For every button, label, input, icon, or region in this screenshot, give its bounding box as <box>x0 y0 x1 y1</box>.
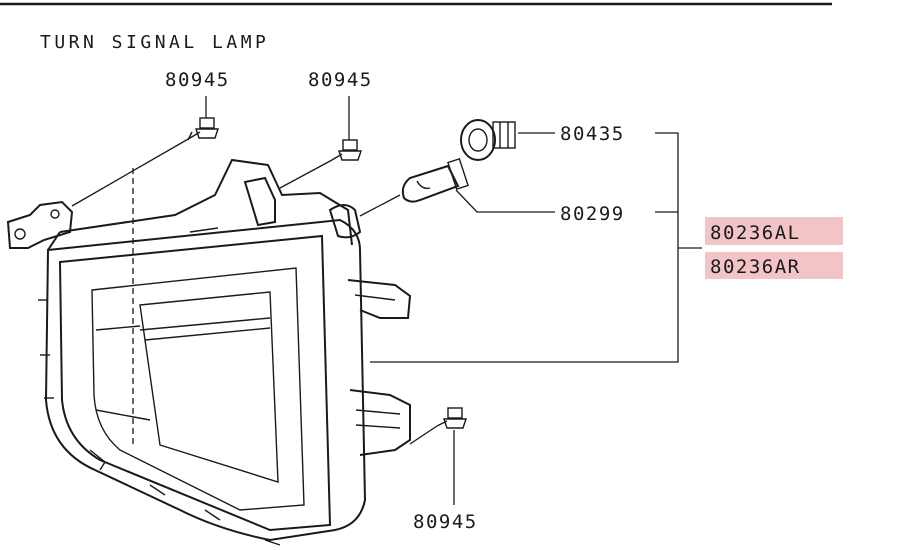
callout-bulb[interactable]: 80299 <box>560 203 625 225</box>
callout-socket[interactable]: 80435 <box>560 123 625 145</box>
callout-assembly-right-group[interactable]: 80236AR <box>705 252 843 279</box>
screw-bottom-icon <box>436 407 467 429</box>
diagram-title: TURN SIGNAL LAMP <box>40 32 269 53</box>
lamp-housing <box>6 158 412 546</box>
callout-assembly-left-group[interactable]: 80236AL <box>705 217 843 245</box>
callout-assembly-left[interactable]: 80236AL <box>710 222 801 244</box>
screw-top-right-icon <box>331 139 362 161</box>
bulb-icon <box>401 157 469 203</box>
socket-icon <box>460 119 516 161</box>
callout-screw-top-left[interactable]: 80945 <box>165 69 230 91</box>
callout-screw-bottom[interactable]: 80945 <box>413 511 478 533</box>
leader-lines <box>71 96 702 505</box>
screw-top-left-icon <box>187 117 219 141</box>
highlight-assembly-right <box>705 252 843 279</box>
callout-screw-top-right[interactable]: 80945 <box>308 69 373 91</box>
callout-assembly-right[interactable]: 80236AR <box>710 256 801 278</box>
highlight-assembly-left <box>705 217 843 245</box>
